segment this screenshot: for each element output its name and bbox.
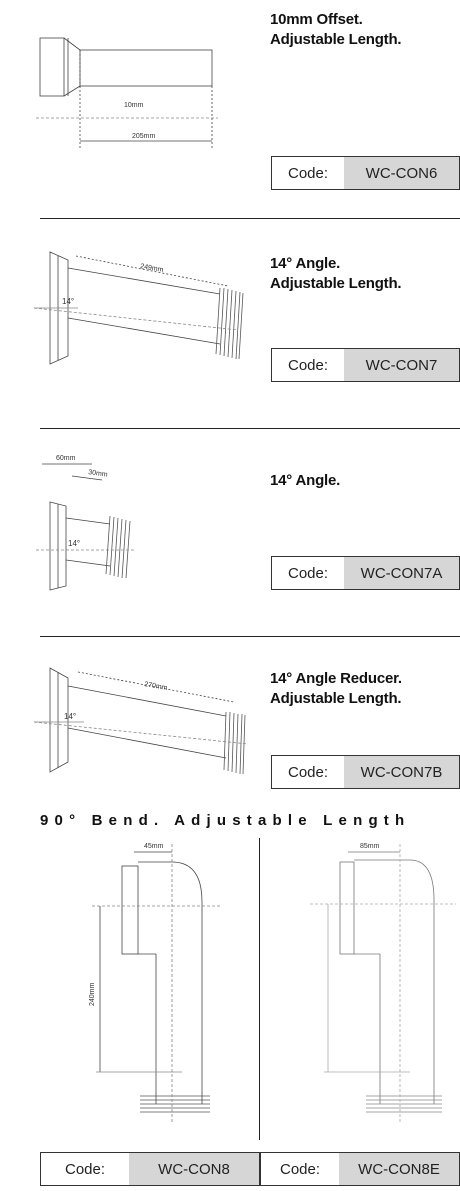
bend-separator bbox=[259, 838, 260, 1140]
code-label: Code: bbox=[272, 557, 344, 589]
wc-con8-offset-dim: 45mm bbox=[144, 843, 164, 850]
wc-con6-length-dim: 205mm bbox=[132, 133, 156, 140]
wc-con7-title: 14° Angle. Adjustable Length. bbox=[270, 255, 402, 292]
wc-con8e-diagram: 85mm bbox=[310, 843, 456, 1124]
wc-con7b-code-box: Code: WC-CON7B bbox=[271, 755, 460, 789]
wc-con7-length-dim: 249mm bbox=[140, 263, 164, 274]
wc-con7a-inner-dim: 30mm bbox=[88, 469, 108, 479]
bend-section-heading: 90° Bend. Adjustable Length bbox=[40, 812, 411, 829]
code-value: WC-CON8 bbox=[129, 1153, 259, 1185]
wc-con6-diagram: 10mm 205mm bbox=[36, 37, 218, 150]
wc-con7a-title: 14° Angle. bbox=[270, 472, 341, 489]
wc-con7a-outer-dim: 60mm bbox=[56, 455, 76, 462]
code-value: WC-CON8E bbox=[339, 1153, 459, 1185]
wc-con8e-offset-dim: 85mm bbox=[360, 843, 380, 850]
wc-con8-diagram: 45mm 240mm bbox=[89, 843, 222, 1124]
wc-con8-height-dim: 240mm bbox=[89, 982, 96, 1006]
code-label: Code: bbox=[272, 157, 344, 189]
code-label: Code: bbox=[272, 349, 344, 381]
section-divider bbox=[40, 636, 460, 637]
code-value: WC-CON7B bbox=[344, 756, 459, 788]
code-value: WC-CON7A bbox=[344, 557, 459, 589]
wc-con6-offset-dim: 10mm bbox=[124, 102, 144, 109]
section-divider bbox=[40, 428, 460, 429]
code-value: WC-CON7 bbox=[344, 349, 459, 381]
wc-con6-code-box: Code: WC-CON6 bbox=[271, 156, 460, 190]
wc-con8e-code-box: Code: WC-CON8E bbox=[260, 1152, 460, 1186]
wc-con7a-diagram: 60mm 30mm 14° bbox=[36, 455, 136, 591]
wc-con7b-diagram: 270mm 14° bbox=[33, 667, 249, 775]
wc-con7a-angle-dim: 14° bbox=[68, 539, 80, 548]
wc-con7-diagram: 249mm 14° bbox=[33, 251, 244, 365]
wc-con7-angle-dim: 14° bbox=[62, 297, 74, 306]
wc-con6-title: 10mm Offset. Adjustable Length. bbox=[270, 11, 402, 48]
code-label: Code: bbox=[41, 1153, 129, 1185]
code-label: Code: bbox=[272, 756, 344, 788]
wc-con7-code-box: Code: WC-CON7 bbox=[271, 348, 460, 382]
code-value: WC-CON6 bbox=[344, 157, 459, 189]
wc-con7b-angle-dim: 14° bbox=[64, 712, 76, 721]
wc-con7a-code-box: Code: WC-CON7A bbox=[271, 556, 460, 590]
wc-con7b-length-dim: 270mm bbox=[144, 681, 168, 692]
code-label: Code: bbox=[261, 1153, 339, 1185]
section-divider bbox=[40, 218, 460, 219]
wc-con7b-title: 14° Angle Reducer. Adjustable Length. bbox=[270, 670, 402, 707]
wc-con8-code-box: Code: WC-CON8 bbox=[40, 1152, 260, 1186]
